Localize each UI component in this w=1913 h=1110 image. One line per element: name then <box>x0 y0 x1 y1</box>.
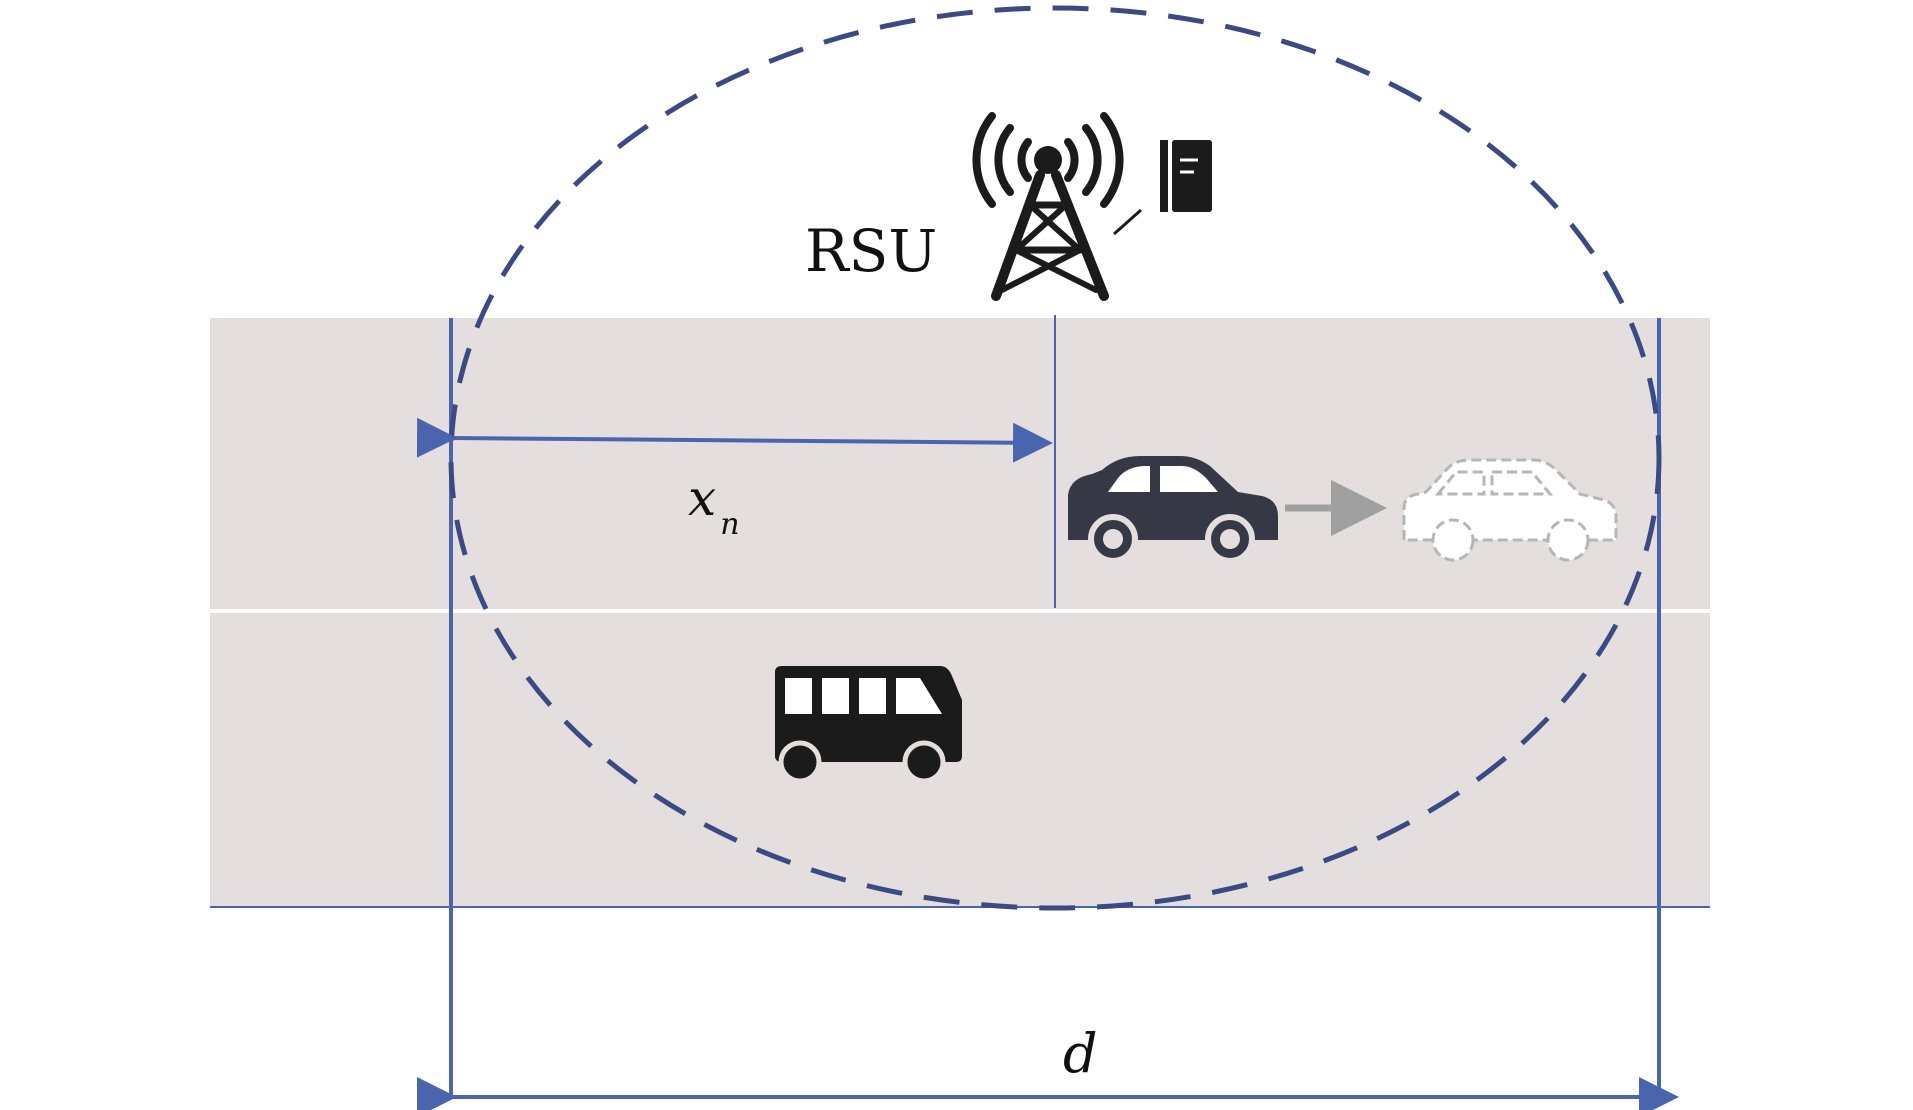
car-icon <box>1068 456 1278 564</box>
rsu-coverage-area <box>448 5 1662 911</box>
antenna-tower-icon <box>972 112 1124 301</box>
rsu-label: RSU <box>805 217 937 285</box>
xn-dimension-arrow <box>416 417 1053 463</box>
bus-icon <box>775 666 962 784</box>
car-outline-icon <box>1402 458 1618 562</box>
road <box>210 318 1710 908</box>
d-label: d <box>1063 1022 1098 1085</box>
server-icon <box>1113 140 1212 236</box>
